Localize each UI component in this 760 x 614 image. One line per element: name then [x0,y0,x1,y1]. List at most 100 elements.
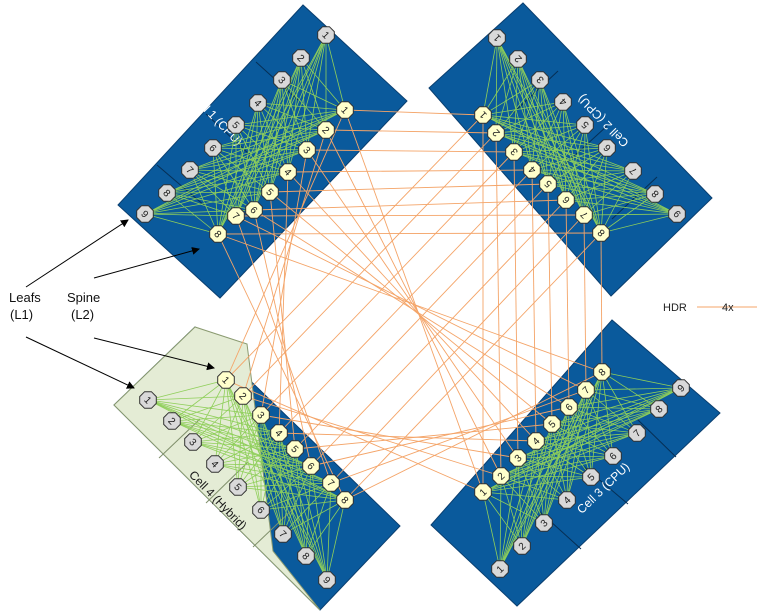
cell-4-mesh-link [305,465,312,557]
spine-link [253,199,567,211]
cell-4-mesh-link [147,379,227,401]
leaf-switch-number: 3 [539,518,551,530]
cell-4-mesh-link [294,448,328,581]
spine-link [217,233,346,501]
cell-2-spine-node-7: 7 [575,206,593,224]
spine-label: Spine [67,290,100,305]
spine-link [325,129,497,134]
cell-3: Cell 3 (CPU) [430,319,721,607]
leaf-switch-shape [650,400,668,418]
cell-2-leaf-node-8: 8 [646,185,664,203]
cell-3-mesh-link [535,408,660,442]
cell-1-mesh-link [144,129,327,215]
cell-2-mesh-link [539,79,567,201]
cell-4-mesh-link [305,499,346,557]
cell-2-mesh-link [513,79,541,153]
spine-link [330,214,585,484]
spine-switch-shape [505,143,523,161]
cell-3-mesh-link [543,389,587,524]
cell-4-leaf-node-8: 8 [297,547,315,565]
leaf-switch-shape [317,26,335,44]
leaf-switch-number: 5 [580,118,592,130]
spine-switch-shape [523,161,541,179]
leaf-switch-number: 4 [251,98,263,110]
spine-switch-number: 8 [338,495,350,507]
cell-1-mesh-link [281,79,346,111]
cell-2-mesh-link [495,124,586,134]
cell-4-mesh-link [192,379,227,443]
cell-4-mesh-link [242,395,284,535]
spine-switch-shape [474,106,492,124]
cell-3-mesh-link [500,387,682,477]
cell-4-mesh-link [237,486,346,501]
cell-3-mesh-link [551,408,660,425]
spine-switch-shape [234,387,252,405]
cell-2-mesh-link [496,37,515,153]
cell-2: Cell 2 (CPU) [428,2,713,297]
leaf-switch-shape [158,184,176,202]
cell-4-mesh-link [326,482,332,581]
spine-switch-shape [527,432,545,450]
leaf-switch-number: 8 [650,187,662,199]
leaf-switch-number: 2 [294,53,306,65]
cell-4-mesh-link [282,448,296,535]
cell-3-mesh-link [517,457,592,478]
cell-2-spine-node-5: 5 [539,175,557,193]
spine-link [310,199,567,467]
cell-4-mesh-link [310,465,328,581]
cell-4-mesh-link [171,420,296,450]
cell-4-mesh-link [260,414,328,581]
cell-3-mesh-link [551,423,638,434]
cell-3-mesh-link [535,432,638,442]
spine-link [269,191,296,450]
spine-switch-shape [302,457,320,475]
cell-1-mesh-link [144,109,346,215]
cell-2-mesh-link [495,101,564,134]
cell-1-leaf-node-7: 7 [181,161,199,179]
spine-link [344,109,484,493]
spine-switch-number: 7 [581,385,593,397]
cell-2-mesh-link [600,147,608,234]
cell-3-mesh-link [500,475,545,524]
cell-3-mesh-link [543,406,570,524]
spine-switch-number: 4 [531,436,543,448]
cell-2-mesh-link [583,213,678,216]
cell-1-mesh-link [235,124,308,151]
spine-switch-shape [286,440,304,458]
cell-4-spine-node-6: 6 [302,457,320,475]
leaf-switch-number: 2 [517,541,529,553]
cell-4-mesh-link [242,395,262,511]
cell-3-mesh-link [517,387,682,459]
leaf-switch-number: 7 [632,428,644,440]
cell-3-mesh-link [482,491,545,524]
cell-3-spine-node-7: 7 [577,381,595,399]
spine-link [513,151,519,459]
leaf-switch-shape [628,424,646,442]
spine-switch-number: 2 [236,391,248,403]
cell-4-divider [205,461,249,504]
leaf-switch-number: 5 [231,482,243,494]
leaf-switch-shape [318,571,336,589]
spine-link [235,214,585,217]
cell-1-spine-node-8: 8 [209,225,227,243]
cell-1-mesh [144,34,346,235]
cell-4-mesh-link [225,379,262,511]
cell-1-mesh-link [144,213,219,235]
cells-layer: Cell 1 (CPU)Cell 2 (CPU)Cell 3 (CPU)Cell… [113,2,721,611]
spine-link [344,371,603,501]
leaf-switch-number: 6 [206,143,218,155]
cell-1-mesh-link [166,171,289,194]
leaf-switch-shape [204,139,222,157]
spine-link [253,209,312,467]
cell-3-divider [635,417,677,458]
cell-2-spine-node-3: 3 [505,143,523,161]
cell-4-mesh-link [171,420,312,467]
cell-3-leaf-node-5: 5 [582,468,600,486]
cell-3-mesh [482,371,682,570]
spine-switch-number: 6 [304,461,316,473]
leaf-switch-shape [488,29,506,47]
cell-4-mesh [147,379,346,581]
spine-switch-shape [209,225,227,243]
cell-1-mesh-link [235,109,346,126]
